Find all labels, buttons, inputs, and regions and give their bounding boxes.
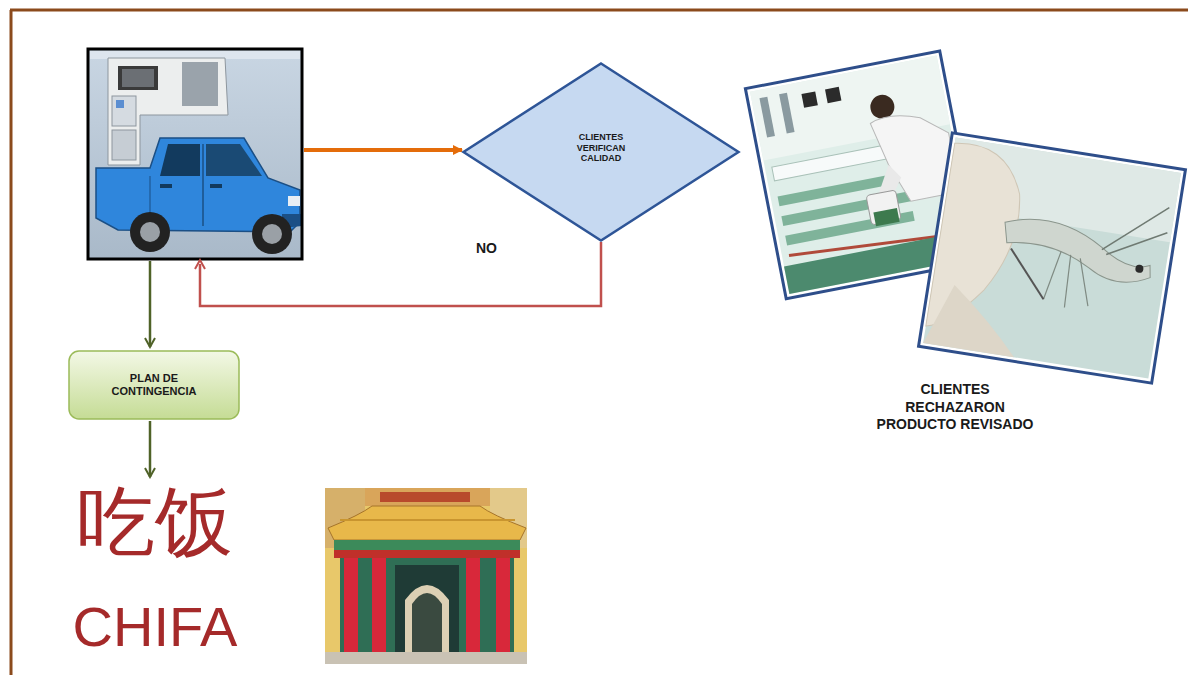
truck-picture — [88, 49, 302, 259]
rounded-box-shape — [69, 351, 239, 419]
slide-frame — [10, 10, 1188, 675]
node-text: CLIENTES VERIFICAN CALIDAD — [565, 132, 637, 164]
shrimp-photo — [919, 133, 1186, 383]
chifa-photo — [325, 488, 527, 664]
process-box: PLAN DE CONTINGENCIA — [68, 350, 240, 420]
decision-diamond: CLIENTES VERIFICAN CALIDAD — [462, 62, 740, 242]
diamond-shape — [464, 64, 739, 241]
caption-note: CLIENTES RECHAZARON PRODUCTO REVISADO — [872, 381, 1038, 434]
chinese-word: 吃饭 — [55, 478, 255, 568]
branch-label: NO — [476, 240, 536, 257]
flow-arrows — [150, 150, 601, 477]
node-text: PLAN DE CONTINGENCIA — [98, 372, 210, 398]
restaurant-name: CHIFA — [50, 596, 260, 658]
